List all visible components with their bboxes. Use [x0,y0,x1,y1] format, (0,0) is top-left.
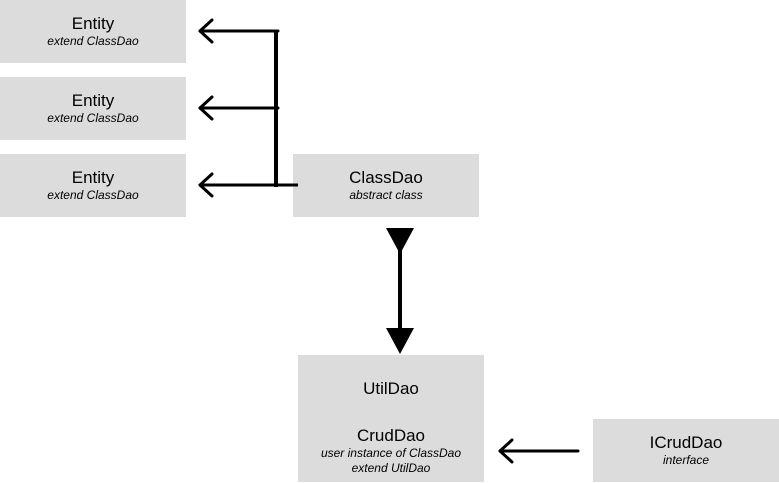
cruddao-desc-line2: extend UtilDao [351,461,431,475]
entity-title: Entity [71,168,115,187]
classdao-to-utildao-arrow [386,228,414,354]
cruddao-desc-line1: user instance of ClassDao [320,446,462,460]
entity-subtitle: extend ClassDao [47,188,139,202]
cruddao-title: CrudDao [356,426,426,445]
cruddao-block: CrudDao user instance of ClassDao extend… [321,426,461,476]
entity-box-1: Entity extend ClassDao [0,0,186,63]
classdao-box: ClassDao abstract class [293,154,479,217]
icruddao-box: ICrudDao interface [593,419,779,482]
entity-box-2: Entity extend ClassDao [0,77,186,140]
arrow-to-entity-1 [198,18,280,44]
entity-title: Entity [71,14,115,33]
entity-title: Entity [71,91,115,110]
icruddao-to-cruddao-arrow [498,438,580,464]
arrow-to-entity-2 [198,95,280,121]
utildao-title: UtilDao [363,379,419,398]
classdao-title: ClassDao [349,168,423,187]
arrow-to-entity-3 [198,172,280,198]
icruddao-title: ICrudDao [649,433,723,452]
diamond-tail-triangle [386,228,414,254]
entity-subtitle: extend ClassDao [47,34,139,48]
entity-subtitle: extend ClassDao [47,111,139,125]
classdao-subtitle: abstract class [349,188,423,202]
entity-box-3: Entity extend ClassDao [0,154,186,217]
icruddao-subtitle: interface [662,453,710,467]
arrowhead-down [386,328,414,354]
utildao-box: UtilDao CrudDao user instance of ClassDa… [298,355,484,482]
